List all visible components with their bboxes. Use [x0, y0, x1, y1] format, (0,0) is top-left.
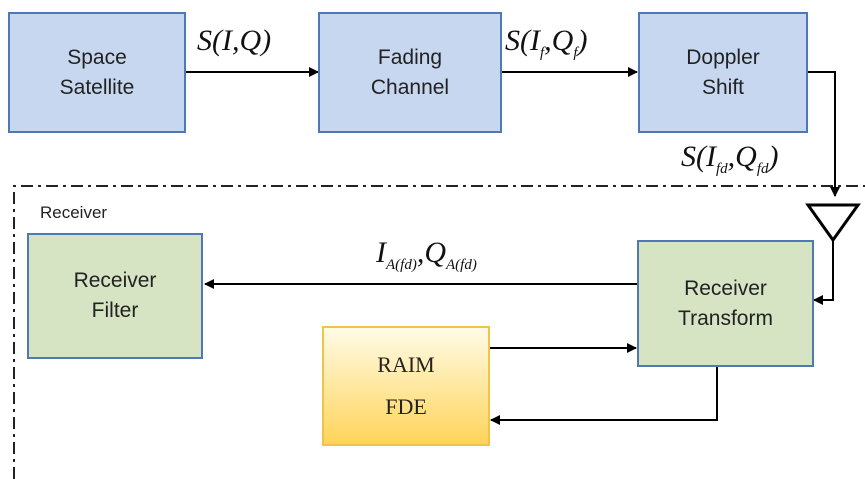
signal-i-q-afd: IA(fd),QA(fd) [376, 236, 477, 274]
receiver-region-label: Receiver [40, 203, 108, 222]
signal-i-q-afd-mid: ,Q [416, 236, 446, 269]
receiver-filter-block: Receiver Filter [27, 233, 203, 359]
signal-s-if-qf-s: S(I [505, 24, 540, 57]
space-satellite-label-2: Satellite [59, 75, 135, 99]
fading-channel-label-1: Fading [377, 45, 443, 69]
signal-s-if-qf-sub2: f [573, 45, 578, 61]
signal-i-q-afd-s: I [376, 236, 386, 269]
doppler-shift-block: Doppler Shift [638, 12, 808, 133]
fading-channel-label-2: Channel [370, 75, 450, 99]
signal-s-ifd-qfd-end: ) [768, 140, 779, 173]
arrow-doppler-to-antenna [808, 71, 840, 197]
receiver-region-border [13, 185, 865, 479]
receiver-transform-block: Receiver Transform [637, 240, 814, 367]
receiver-filter-label-2: Filter [91, 299, 139, 322]
space-satellite-label-1: Space [67, 45, 127, 69]
receiver-transform-label-2: Transform [678, 306, 773, 330]
signal-s-ifd-qfd-mid: ,Q [727, 140, 757, 173]
doppler-shift-label-1: Doppler [686, 45, 760, 69]
antenna-icon [805, 203, 861, 243]
signal-i-q-afd-sub2: A(fd) [446, 257, 477, 273]
signal-s-ifd-qfd: S(Ifd,Qfd) [681, 140, 779, 178]
doppler-shift-label-2: Shift [701, 75, 745, 99]
signal-s-ifd-qfd-sub2: fd [756, 161, 769, 177]
signal-i-q-afd-sub1: A(fd) [386, 257, 417, 273]
raim-label: RAIM [377, 352, 435, 377]
signal-s-if-qf-end: ) [577, 24, 588, 57]
fading-channel-block: Fading Channel [318, 12, 502, 133]
arrow-transform-to-raim [490, 367, 718, 425]
signal-s-iq: S(I,Q) [197, 24, 271, 58]
receiver-transform-label-1: Receiver [684, 276, 767, 300]
signal-s-if-qf-sub1: f [539, 45, 545, 61]
signal-s-if-qf: S(If,Qf) [505, 24, 588, 62]
space-satellite-block: Space Satellite [8, 12, 186, 133]
raim-fde-block: RAIM FDE [322, 326, 490, 446]
signal-s-if-qf-mid: ,Q [544, 24, 574, 57]
signal-s-ifd-qfd-sub1: fd [715, 161, 728, 177]
arrow-antenna-to-transform [813, 240, 834, 305]
signal-s-ifd-qfd-s: S(I [681, 140, 716, 173]
receiver-filter-label-1: Receiver [73, 269, 157, 292]
fde-label: FDE [385, 394, 427, 419]
signal-s-iq-text: S(I,Q) [197, 24, 272, 57]
